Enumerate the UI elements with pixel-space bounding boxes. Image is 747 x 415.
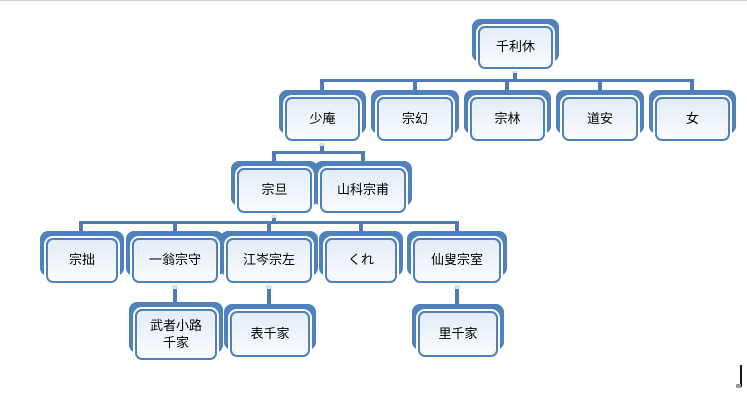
connector-stub [271, 211, 277, 218]
node-face: くれ [325, 238, 397, 283]
node-label: 里千家 [438, 325, 478, 341]
connector-stub [454, 281, 460, 289]
connector-line [690, 79, 694, 91]
connector-stub [172, 281, 178, 289]
connector-stub [266, 281, 272, 289]
org-node-sotan[interactable]: 宗旦 [231, 161, 318, 213]
node-face: 一翁宗守 [132, 238, 218, 283]
org-node-sogen[interactable]: 宗幻 [371, 90, 459, 141]
node-face: 表千家 [230, 311, 310, 357]
node-label: 宗拙 [68, 252, 95, 268]
connector-line [173, 288, 177, 304]
org-node-kure[interactable]: くれ [319, 231, 403, 283]
node-label: 宗幻 [401, 110, 428, 126]
connector-line [455, 288, 459, 304]
node-label: 千利休 [495, 39, 535, 55]
node-label: 江岑宗左 [242, 252, 295, 268]
text-cursor-nub [736, 384, 741, 388]
org-node-doan[interactable]: 道安 [556, 90, 644, 141]
org-node-yamashina[interactable]: 山科宗甫 [314, 161, 412, 213]
node-face: 宗拙 [46, 238, 118, 283]
node-label: 山科宗甫 [336, 182, 389, 198]
org-node-rikyu[interactable]: 千利休 [472, 19, 559, 69]
node-face: 宗幻 [377, 97, 453, 141]
node-label: 宗林 [494, 110, 521, 126]
node-label: 道安 [586, 110, 613, 126]
connector-line [505, 79, 509, 91]
connector-line [79, 221, 83, 233]
org-node-senso[interactable]: 仙叟宗室 [407, 231, 507, 283]
org-node-onna[interactable]: 女 [649, 90, 736, 141]
org-node-ichio[interactable]: 一翁宗守 [126, 231, 224, 283]
node-label: 少庵 [309, 110, 336, 126]
node-face: 宗旦 [237, 168, 312, 213]
node-face: 少庵 [285, 97, 360, 141]
node-face: 仙叟宗室 [413, 238, 501, 283]
node-label: くれ [347, 252, 374, 268]
node-label: 宗旦 [261, 182, 288, 198]
connector-line [267, 221, 271, 233]
org-node-sosetsu[interactable]: 宗拙 [40, 231, 124, 283]
node-label: 仙叟宗室 [430, 252, 483, 268]
org-node-shoan[interactable]: 少庵 [279, 90, 366, 141]
connector-stub [512, 67, 518, 73]
org-node-omote[interactable]: 表千家 [224, 304, 316, 357]
text-cursor[interactable] [740, 365, 742, 387]
node-face: 里千家 [418, 311, 498, 357]
org-node-koshin[interactable]: 江岑宗左 [220, 231, 318, 283]
node-label: 一翁宗守 [148, 252, 201, 268]
connector-stub [319, 139, 325, 146]
connector-line [267, 288, 271, 304]
connector-line [272, 216, 276, 224]
connector-line [359, 221, 363, 233]
connector-line [455, 221, 459, 233]
connector-line [361, 151, 365, 163]
node-face: 千利休 [478, 26, 553, 69]
node-label: 武者小路 千家 [149, 318, 202, 350]
connector-line [272, 151, 276, 163]
connector-line [173, 221, 177, 233]
connector-line [320, 79, 324, 91]
node-label: 表千家 [250, 325, 290, 341]
node-face: 道安 [562, 97, 638, 141]
connector-line [272, 151, 365, 154]
org-node-mushakoji[interactable]: 武者小路 千家 [129, 302, 223, 360]
node-face: 女 [655, 97, 730, 141]
org-node-sorin[interactable]: 宗林 [464, 90, 551, 141]
node-face: 宗林 [470, 97, 545, 141]
node-label: 女 [685, 110, 699, 126]
connector-line [598, 79, 602, 91]
node-face: 武者小路 千家 [135, 309, 217, 360]
org-node-ura[interactable]: 里千家 [412, 304, 504, 357]
node-face: 山科宗甫 [320, 168, 406, 213]
connector-line [513, 71, 517, 82]
connector-line [413, 79, 417, 91]
node-face: 江岑宗左 [226, 238, 312, 283]
connector-line [320, 145, 324, 154]
